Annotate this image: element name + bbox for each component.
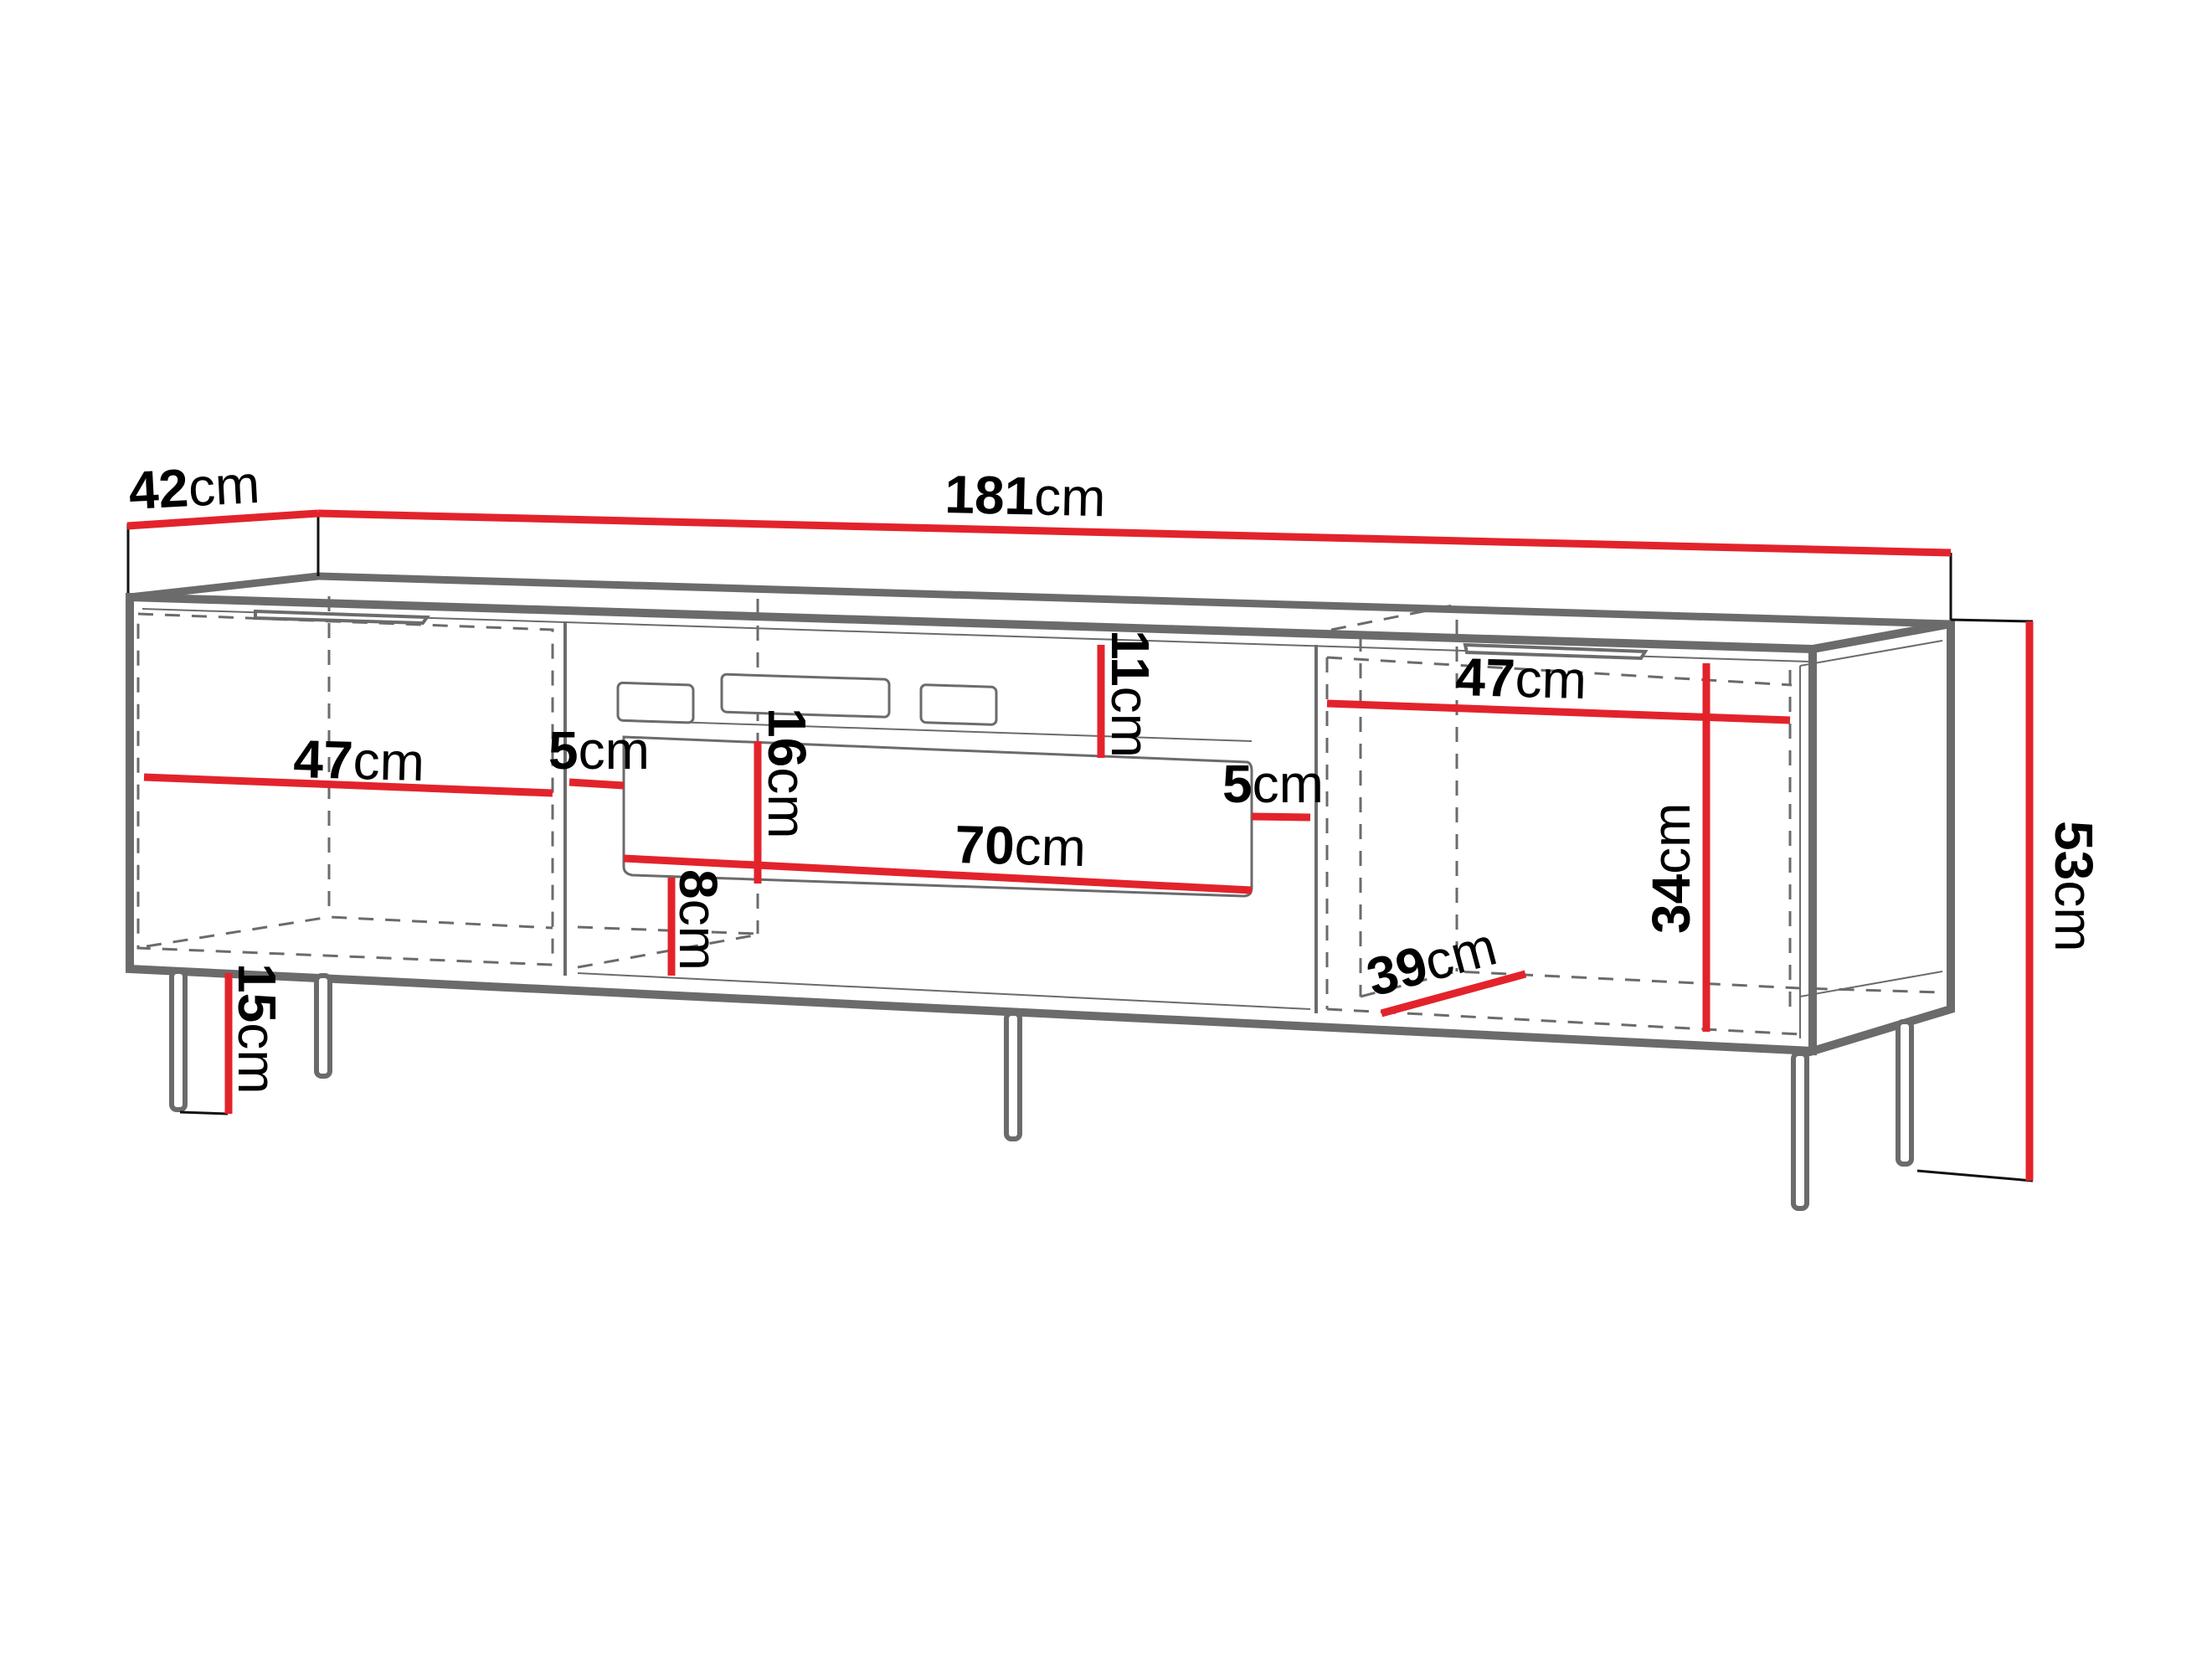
label-right-height: 34cm bbox=[1641, 803, 1701, 935]
dim-line-flap-width bbox=[623, 854, 1253, 894]
label-flap-width: 70cm bbox=[954, 814, 1087, 878]
leg-front-middle bbox=[1004, 1011, 1022, 1141]
label-left-gap: 5cm bbox=[548, 720, 650, 781]
label-leg-height: 15cm bbox=[227, 963, 287, 1095]
label-right-gap: 5cm bbox=[1222, 754, 1324, 814]
handle-right bbox=[1463, 642, 1649, 661]
label-right-width: 47cm bbox=[1455, 647, 1587, 710]
dim-line-right-width bbox=[1326, 699, 1791, 724]
dim-line-left-gap bbox=[568, 778, 625, 790]
label-height: 53cm bbox=[2044, 821, 2104, 952]
extension-lines bbox=[126, 513, 2034, 1182]
label-width: 181cm bbox=[944, 464, 1107, 528]
label-depth: 42cm bbox=[127, 454, 261, 521]
label-drawer-height: 11cm bbox=[1100, 630, 1160, 758]
dimension-lines bbox=[126, 509, 2034, 1181]
label-bottom-gap: 8cm bbox=[668, 869, 728, 971]
dim-line-depth bbox=[126, 509, 319, 530]
slot-1 bbox=[616, 681, 695, 724]
side-face bbox=[1808, 619, 1955, 1057]
label-flap-height: 16cm bbox=[757, 708, 817, 839]
slot-2 bbox=[720, 672, 891, 719]
handle-left bbox=[254, 609, 430, 626]
dim-line-width bbox=[317, 509, 1952, 557]
handles bbox=[254, 609, 1649, 1010]
leg-back-left bbox=[314, 973, 332, 1079]
leg-front-left bbox=[169, 969, 188, 1112]
flap-door bbox=[622, 735, 1253, 898]
leg-front-right bbox=[1791, 1051, 1809, 1211]
dim-line-right-depth bbox=[1380, 970, 1527, 1018]
label-left-width: 47cm bbox=[293, 729, 425, 792]
dim-line-left-width bbox=[143, 773, 553, 797]
slot-3 bbox=[919, 683, 998, 726]
leg-back-right bbox=[1896, 1019, 1914, 1167]
labels: 42cm 181cm 53cm 47cm 5cm 16cm 11cm 5cm 7… bbox=[127, 454, 2104, 1095]
legs bbox=[169, 969, 1914, 1211]
